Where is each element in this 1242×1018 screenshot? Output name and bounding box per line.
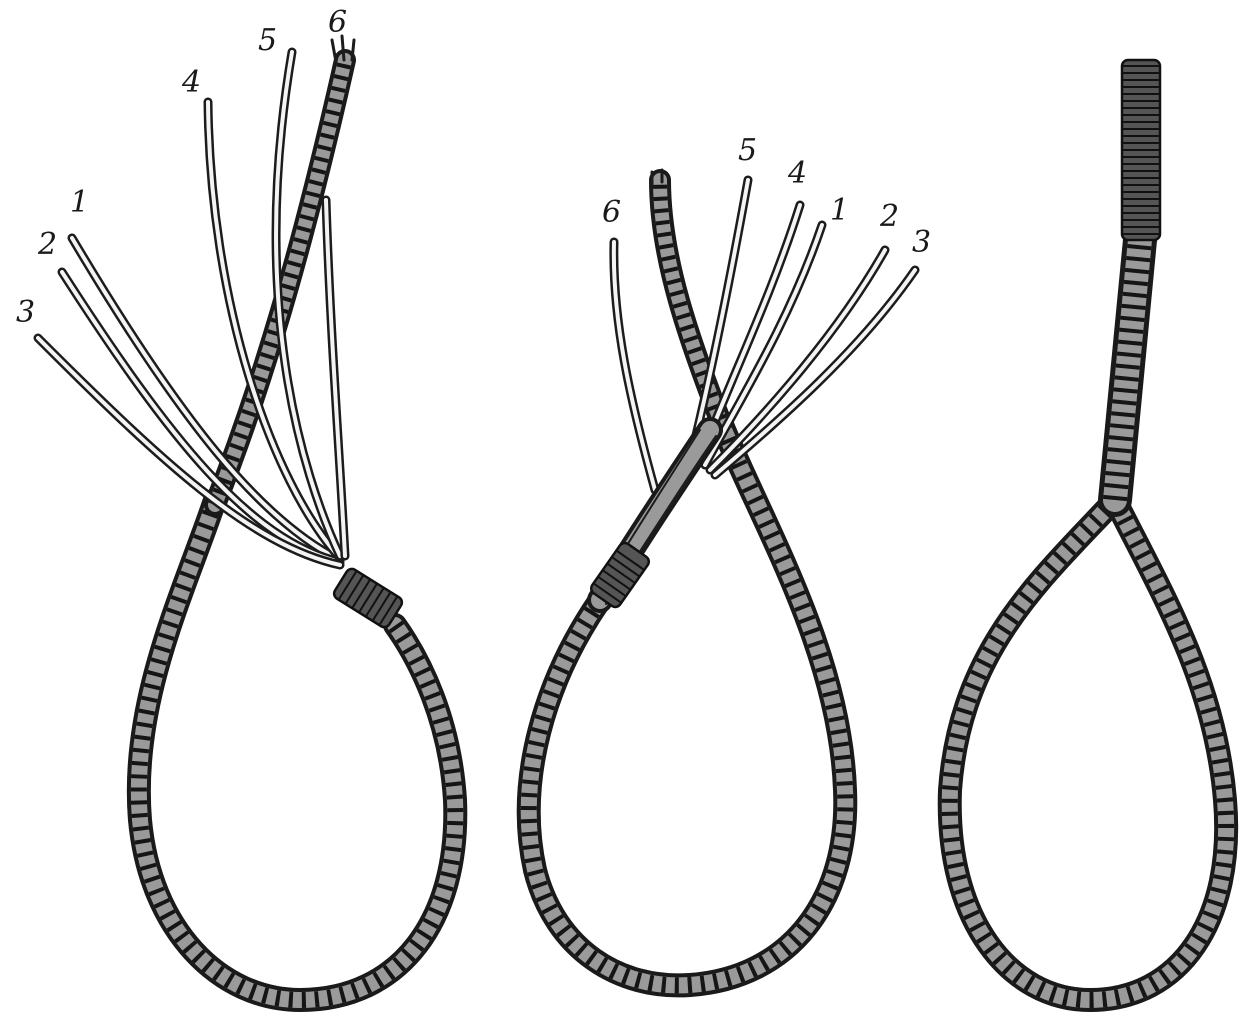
right-rope-stem	[1115, 240, 1140, 500]
middle-strand-label-2: 2	[879, 199, 899, 234]
left-strands	[38, 52, 345, 565]
left-strand-label-3: 3	[16, 295, 35, 330]
right-serving	[1122, 60, 1160, 240]
panel-right	[950, 60, 1226, 1000]
left-strand-label-2: 2	[37, 227, 57, 262]
middle-strand-label-6: 6	[602, 195, 621, 230]
middle-strand-3	[715, 270, 915, 475]
middle-rope-loop	[529, 420, 846, 985]
left-strand-label-6: 6	[328, 5, 347, 40]
middle-strand-6	[614, 242, 655, 490]
middle-strand-label-4: 4	[787, 156, 807, 191]
middle-strand-label-1: 1	[830, 193, 849, 228]
middle-strand-label-3: 3	[912, 225, 931, 260]
left-strand-label-1: 1	[70, 185, 89, 220]
left-serving	[332, 567, 404, 630]
left-strand-label-5: 5	[258, 23, 277, 58]
left-strand-extra	[326, 200, 345, 556]
middle-strand-label-5: 5	[738, 133, 757, 168]
left-strand-label-4: 4	[181, 65, 201, 100]
right-rope-loop	[950, 500, 1226, 1000]
left-rope-loop	[139, 500, 455, 1000]
panel-left: 123 4 5 6	[16, 5, 455, 1000]
